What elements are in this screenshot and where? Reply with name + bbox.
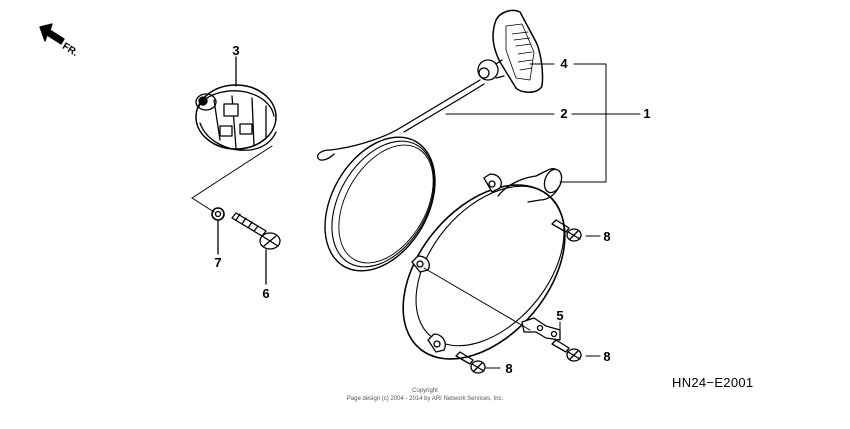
part-5-rope-guide-drawing [521,317,561,341]
callout-2: 2 [560,106,568,121]
copyright-line-1: Copyright [412,388,438,394]
callout-8-lower-right: 8 [603,349,611,364]
part-8-bolt-lower-left-drawing [455,351,486,374]
part-1-starter-case-drawing [402,168,566,360]
part-8-bolt-lower-right-drawing [551,339,582,362]
copyright-line-2: Page design (c) 2004 - 2014 by ARI Netwo… [346,396,504,402]
callout-3: 3 [232,43,240,58]
callout-6: 6 [262,286,270,301]
part-3-pulley-drawing [195,56,277,151]
callout-7: 7 [214,255,222,270]
callout-8-upper: 8 [603,229,611,244]
callout-5: 5 [556,308,564,323]
part-6-bolt-drawing [231,212,281,285]
leader-lines [423,63,641,369]
callout-4: 4 [560,56,568,71]
part-8-bolt-upper-drawing [551,219,582,242]
part-4-grip-drawing [477,9,544,93]
callout-8-lower-left: 8 [505,361,513,376]
part-7-washer-drawing [211,207,225,255]
assembly-guide-lines [191,145,273,213]
diagram-code: HN24−E2001 [672,375,754,390]
callout-1: 1 [643,106,651,121]
part-2-rope-drawing [316,79,485,272]
arrow-front-icon [39,23,65,45]
